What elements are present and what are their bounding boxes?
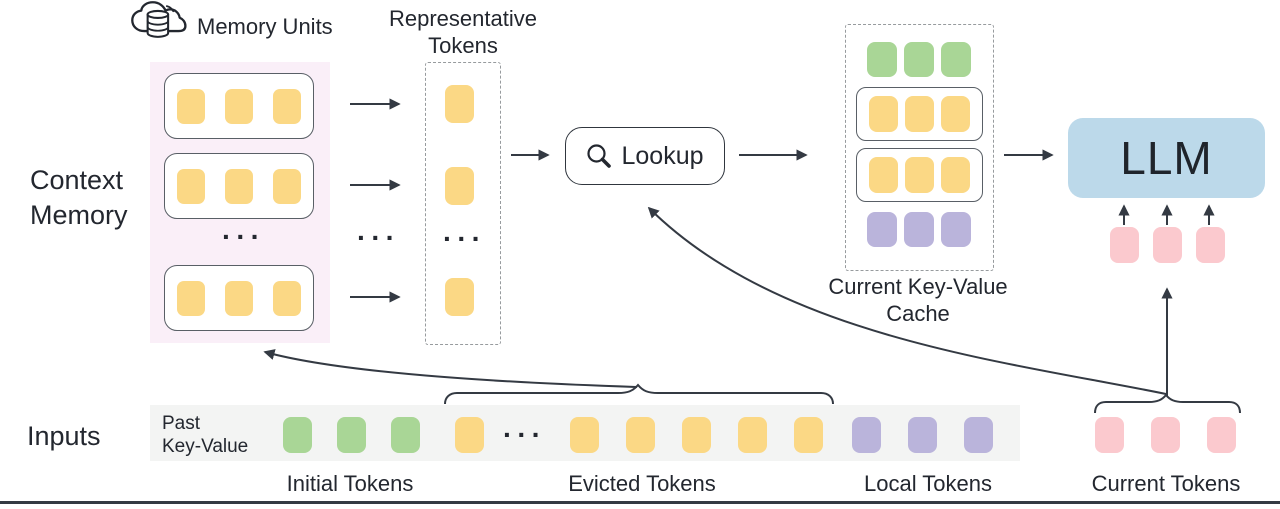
token <box>225 280 253 316</box>
column-ellipsis: ··· <box>357 222 400 253</box>
llm-box: LLM <box>1068 118 1265 198</box>
lookup-label: Lookup <box>621 141 704 170</box>
token <box>682 417 711 453</box>
token <box>866 212 897 247</box>
memory-unit <box>164 153 314 219</box>
local-tokens-label: Local Tokens <box>863 471 993 496</box>
token <box>177 280 205 316</box>
cloud-database-icon <box>131 1 187 38</box>
current-kv-cache-box <box>845 24 994 271</box>
token <box>905 96 934 132</box>
token <box>852 417 881 453</box>
token <box>940 212 971 247</box>
memory-unit <box>164 265 314 331</box>
evicted-ellipsis: ··· <box>503 419 546 450</box>
evicted-token-group-right <box>570 417 823 453</box>
context-memory-ellipsis: ··· <box>222 221 265 252</box>
past-kv-label: Past Key-Value <box>162 413 249 457</box>
token <box>903 42 934 77</box>
token <box>177 88 205 124</box>
arrow-evicted-to-memory <box>263 349 638 388</box>
token <box>337 417 366 453</box>
figure-bottom-border <box>0 501 1280 504</box>
initial-token-group <box>283 417 420 453</box>
llm-label: LLM <box>1120 132 1213 184</box>
current-tokens-label: Current Tokens <box>1091 471 1241 496</box>
initial-tokens-label: Initial Tokens <box>286 471 414 496</box>
memory-unit <box>164 73 314 139</box>
token <box>941 157 970 193</box>
cache-row <box>856 212 981 247</box>
token <box>738 417 767 453</box>
token <box>455 417 484 453</box>
cache-row-boxed <box>856 148 983 202</box>
representative-tokens-label: Representative Tokens <box>389 6 537 58</box>
token <box>570 417 599 453</box>
token <box>1207 417 1236 453</box>
cache-row-boxed <box>856 87 983 141</box>
token <box>869 96 898 132</box>
token <box>794 417 823 453</box>
token <box>869 157 898 193</box>
token <box>903 212 934 247</box>
search-icon <box>587 144 612 168</box>
llm-input-tokens <box>1110 227 1225 263</box>
token <box>445 278 474 316</box>
context-memory-label: Context Memory <box>30 165 128 230</box>
token <box>445 167 474 205</box>
token <box>940 42 971 77</box>
lookup-box: Lookup <box>565 127 725 185</box>
token <box>283 417 312 453</box>
memory-units-label: Memory Units <box>197 14 333 39</box>
token <box>445 85 474 123</box>
local-token-group <box>852 417 993 453</box>
token <box>1153 227 1182 263</box>
token <box>1151 417 1180 453</box>
token <box>941 96 970 132</box>
representative-ellipsis: ··· <box>443 223 486 254</box>
current-kv-cache-label: Current Key-Value Cache <box>828 274 1008 326</box>
cache-row <box>856 42 981 77</box>
evicted-tokens-label: Evicted Tokens <box>568 471 716 496</box>
current-token-group <box>1095 417 1236 453</box>
token <box>225 168 253 204</box>
evicted-token-group-left <box>455 417 484 453</box>
token <box>1196 227 1225 263</box>
token <box>626 417 655 453</box>
token <box>273 168 301 204</box>
token <box>225 88 253 124</box>
token <box>273 88 301 124</box>
token <box>391 417 420 453</box>
token <box>1110 227 1139 263</box>
token <box>177 168 205 204</box>
token <box>905 157 934 193</box>
token <box>964 417 993 453</box>
token <box>866 42 897 77</box>
token <box>273 280 301 316</box>
current-tokens-brace <box>1094 393 1241 414</box>
token <box>908 417 937 453</box>
inputs-label: Inputs <box>27 421 101 451</box>
representative-tokens-box: ··· <box>425 62 501 345</box>
evicted-tokens-brace <box>444 383 834 405</box>
token <box>1095 417 1124 453</box>
